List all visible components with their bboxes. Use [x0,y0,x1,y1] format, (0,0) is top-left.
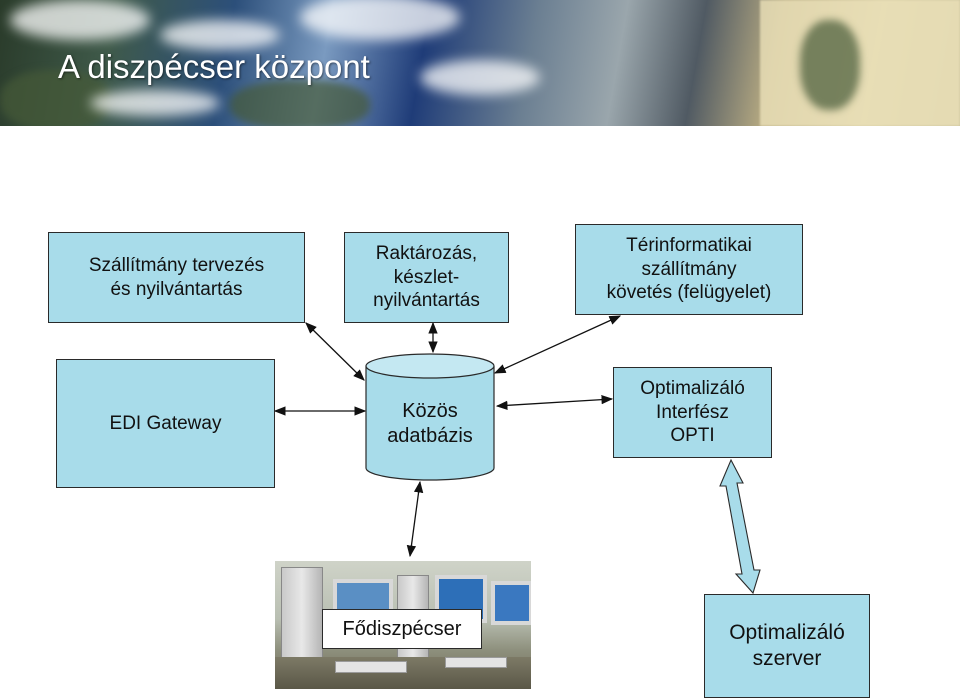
block-arrow-opti-server [719,458,761,595]
node-opti-interface-label: Optimalizáló Interfész OPTI [640,377,745,447]
node-gis-label: Térinformatikai szállítmány követés (fel… [606,234,772,304]
title-banner: A diszpécser központ [0,0,960,126]
node-database-label-area: Közös adatbázis [366,380,494,468]
node-warehouse-label: Raktározás, készlet- nyilvántartás [373,242,480,312]
node-planning-label: Szállítmány tervezés és nyilvántartás [88,254,265,300]
node-opti-server: Optimalizáló szerver [704,594,870,698]
node-main-dispatcher-label: Fődiszpécser [342,617,462,640]
node-planning: Szállítmány tervezés és nyilvántartás [48,232,305,323]
node-gis: Térinformatikai szállítmány követés (fel… [575,224,803,315]
node-main-dispatcher: Fődiszpécser [322,609,482,649]
connector-database-dispatcher [406,480,424,558]
page-title: A diszpécser központ [58,48,370,85]
node-database-label: Közös adatbázis [387,400,473,447]
connector-planning-database [305,322,365,381]
node-edi: EDI Gateway [56,359,275,488]
node-warehouse: Raktározás, készlet- nyilvántartás [344,232,509,323]
node-opti-server-label: Optimalizáló szerver [729,620,845,670]
connector-gis-database [493,315,622,374]
node-opti-interface: Optimalizáló Interfész OPTI [613,367,772,458]
connector-database-opti [495,394,614,411]
node-edi-label: EDI Gateway [109,412,222,434]
